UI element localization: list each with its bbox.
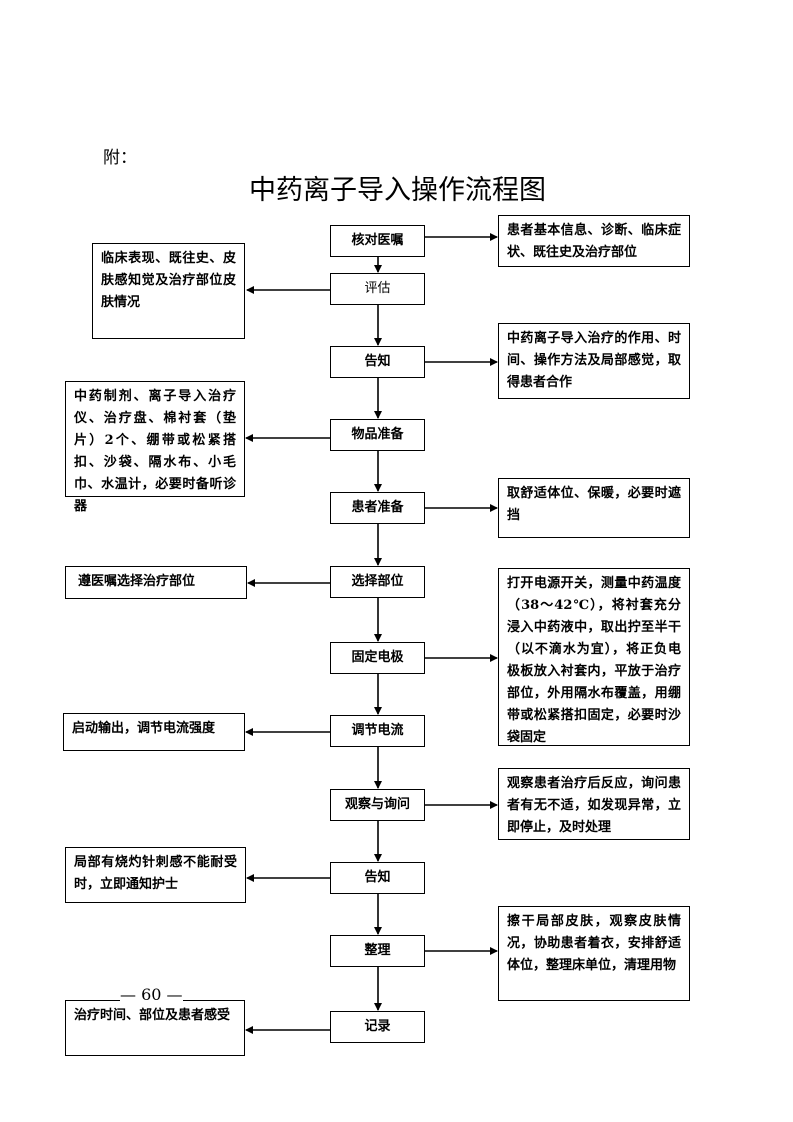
page-number: — 60 — xyxy=(120,985,183,1004)
step-fix-electrodes: 固定电极 xyxy=(330,642,425,674)
note-tidy-up: 擦干局部皮肤，观察皮肤情况，协助患者着衣，安排舒适体位，整理床单位，清理用物 xyxy=(498,906,690,1001)
note-supplies: 中药制剂、离子导入治疗仪、治疗盘、棉衬套（垫片）2个、绷带或松紧搭扣、沙袋、隔水… xyxy=(65,381,245,514)
step-prepare-items: 物品准备 xyxy=(330,419,425,451)
note-patient-position: 取舒适体位、保暖，必要时遮挡 xyxy=(498,478,690,538)
note-burning-sensation: 局部有烧灼针刺感不能耐受时，立即通知护士 xyxy=(65,847,246,903)
step-inform-2: 告知 xyxy=(330,862,425,894)
note-observation: 观察患者治疗后反应，询问患者有无不适，如发现异常，立即停止，及时处理 xyxy=(498,768,690,840)
note-inform-details: 中药离子导入治疗的作用、时间、操作方法及局部感觉，取得患者合作 xyxy=(498,323,690,399)
step-verify-order: 核对医嘱 xyxy=(330,225,425,257)
step-assess: 评估 xyxy=(330,273,425,305)
step-select-site: 选择部位 xyxy=(330,566,425,598)
step-prepare-patient: 患者准备 xyxy=(330,492,425,524)
note-patient-info: 患者基本信息、诊断、临床症状、既往史及治疗部位 xyxy=(498,215,690,267)
step-adjust-current: 调节电流 xyxy=(330,715,425,747)
note-select-site: 遵医嘱选择治疗部位 xyxy=(65,566,247,599)
note-record-contents: 治疗时间、部位及患者感受 xyxy=(65,1000,245,1056)
appendix-label: 附： xyxy=(103,148,137,168)
page-title: 中药离子导入操作流程图 xyxy=(0,168,793,207)
step-observe-inquire: 观察与询问 xyxy=(330,789,425,821)
step-tidy-up: 整理 xyxy=(330,935,425,967)
note-electrode-procedure: 打开电源开关，测量中药温度（38～42℃），将衬套充分浸入中药液中，取出拧至半干… xyxy=(498,568,690,746)
note-assessment-items: 临床表现、既往史、皮肤感知觉及治疗部位皮肤情况 xyxy=(92,243,245,339)
page-title-text: 中药离子导入操作流程图 xyxy=(249,175,546,206)
step-inform: 告知 xyxy=(330,346,425,378)
step-record: 记录 xyxy=(330,1011,425,1043)
note-adjust-current: 启动输出，调节电流强度 xyxy=(63,713,245,751)
